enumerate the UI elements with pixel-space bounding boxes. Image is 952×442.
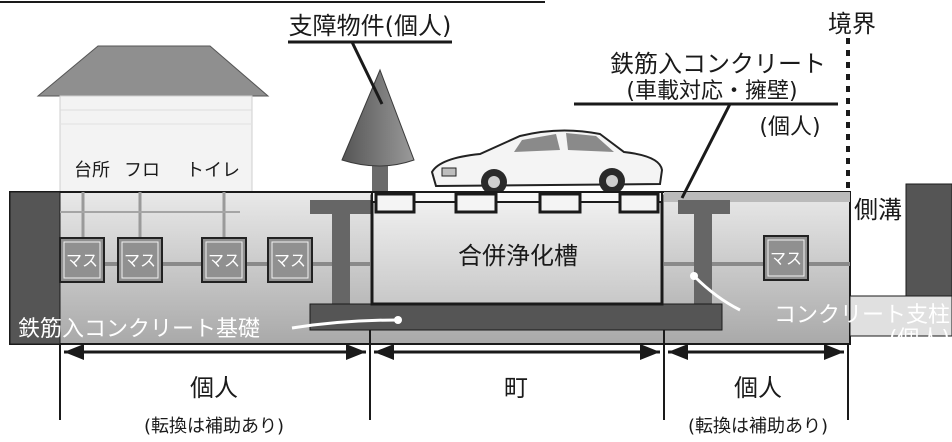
basin-1 [59,237,105,283]
basin-2 [117,237,163,283]
basin-3 [201,237,247,283]
rc-wall-label-line1: 鉄筋入コンクリート [610,50,826,78]
kitchen-label: 台所 [74,160,110,181]
boundary-label: 境界 [828,10,876,38]
bath-label: フロ [124,160,160,181]
car [430,129,664,195]
span-arrow-right [668,344,844,360]
septic-tank-label: 合併浄化槽 [458,242,578,270]
span-arrow-middle [374,344,660,360]
basin-label-2: マス [124,251,156,270]
span-arrow-left [64,344,366,360]
house [36,45,270,193]
gutter-label: 側溝 [854,196,902,224]
right-span-note: (転換は補助あり) [688,416,828,437]
left-span-label: 個人 [190,374,238,402]
tree-obstacle [341,68,415,192]
pillar-label-line1: コンクリート支柱 [774,303,950,328]
obstacle-label: 支障物件(個人) [289,12,452,40]
pillar-label-line2: (個人) [889,327,950,352]
middle-span-label: 町 [504,374,528,402]
toilet-label: トイレ [186,160,240,181]
inspection-column-left [310,200,372,310]
basin-label-3: マス [208,251,240,270]
foundation-label: 鉄筋入コンクリート基礎 [18,317,260,342]
left-span-note: (転換は補助あり) [144,416,284,437]
basin-4 [267,237,313,283]
basin-label-1: マス [66,251,98,270]
rc-wall-label-line2: (車載対応・擁壁) [626,79,797,104]
septic-tank [370,191,664,306]
basin-label-5: マス [770,249,802,268]
right-span-label: 個人 [734,374,782,402]
basin-label-4: マス [274,251,306,270]
rc-wall-label-line3: (個人) [759,115,820,140]
basin-5 [763,235,809,281]
